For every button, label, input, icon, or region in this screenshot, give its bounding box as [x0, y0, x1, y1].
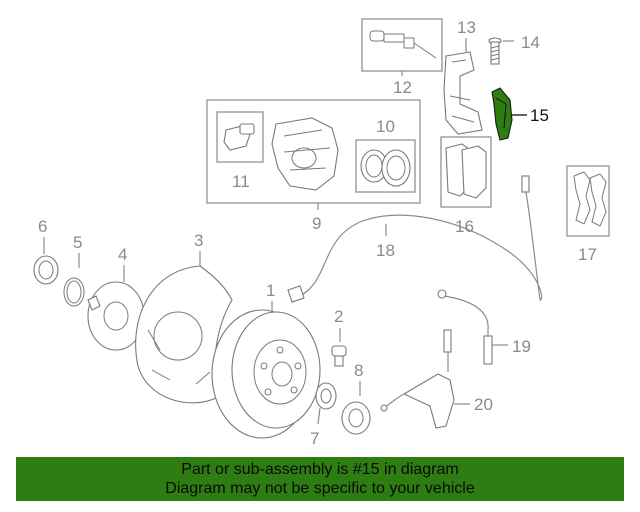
callout-14: 14	[521, 33, 540, 52]
callout-6: 6	[38, 217, 47, 236]
callout-9: 9	[312, 214, 321, 233]
part-5-ring	[63, 277, 85, 307]
banner-line-1: Part or sub-assembly is #15 in diagram	[181, 461, 459, 478]
callout-16: 16	[455, 217, 474, 236]
banner-line-2: Diagram may not be specific to your vehi…	[165, 480, 475, 497]
callout-17: 17	[578, 245, 597, 264]
part-18-wire	[287, 175, 543, 303]
part-1-rotor	[211, 309, 321, 439]
part-3-shield	[135, 265, 233, 404]
part-17-box	[566, 165, 610, 237]
callout-1: 1	[266, 281, 275, 300]
callout-4: 4	[118, 245, 127, 264]
callout-2: 2	[334, 307, 343, 326]
part-14-bolt	[488, 37, 502, 65]
part-6-bearing	[33, 255, 59, 285]
part-7-seal	[315, 382, 337, 410]
callout-19: 19	[512, 337, 531, 356]
part-8-cap	[341, 401, 371, 435]
callout-5: 5	[73, 233, 82, 252]
callout-7: 7	[310, 429, 319, 448]
part-20-sensor	[380, 329, 455, 429]
parts-diagram: 12 13 14 15 10 11 9	[33, 18, 610, 448]
callout-15: 15	[530, 106, 549, 125]
callout-13: 13	[457, 18, 476, 37]
callout-3: 3	[194, 231, 203, 250]
part-9-box	[206, 99, 421, 204]
callout-10: 10	[376, 117, 395, 136]
part-19-sensor	[437, 289, 493, 365]
part-16-box	[440, 136, 492, 208]
callout-18: 18	[376, 241, 395, 260]
callout-11: 11	[232, 172, 250, 191]
callout-8: 8	[354, 361, 363, 380]
part-12-box	[361, 18, 443, 76]
part-2-screw	[331, 345, 347, 367]
part-15-highlighted	[491, 87, 513, 141]
callout-12: 12	[393, 78, 412, 97]
callout-20: 20	[474, 395, 493, 414]
part-13-carrier	[443, 51, 483, 135]
info-banner: Part or sub-assembly is #15 in diagram D…	[16, 457, 624, 501]
